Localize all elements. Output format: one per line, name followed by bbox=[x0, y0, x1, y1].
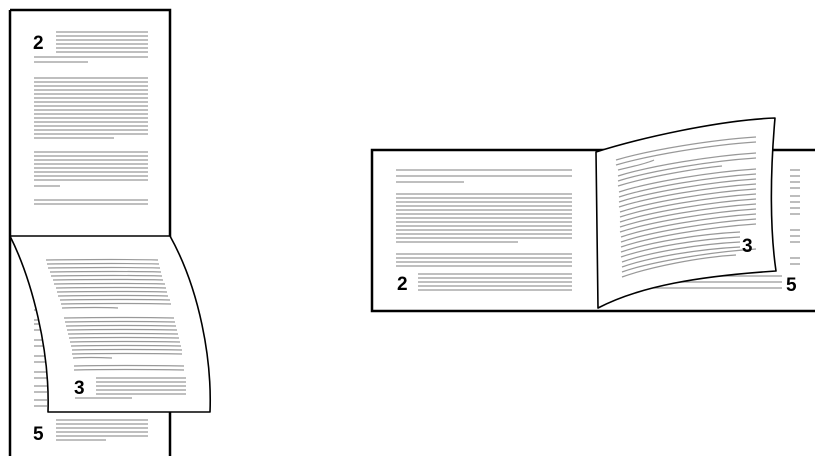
horizontal-fold-illustration: 2 5 bbox=[370, 117, 815, 313]
bottom-page-number: 5 bbox=[33, 424, 44, 445]
horizontal-flap bbox=[595, 117, 777, 309]
flap-page-number-horizontal: 3 bbox=[742, 236, 753, 257]
top-page-text bbox=[34, 31, 148, 205]
horizontal-sheet-outline bbox=[370, 148, 815, 313]
vertical-fold-illustration: 2 5 bbox=[8, 8, 212, 456]
left-page-number: 2 bbox=[397, 274, 408, 295]
right-page-number: 5 bbox=[786, 275, 797, 296]
left-page-text bbox=[396, 169, 572, 291]
flap-page-number: 3 bbox=[74, 378, 85, 399]
flap-page-text bbox=[45, 258, 186, 399]
flap-text-lines bbox=[615, 136, 757, 278]
top-page-number: 2 bbox=[33, 33, 44, 54]
